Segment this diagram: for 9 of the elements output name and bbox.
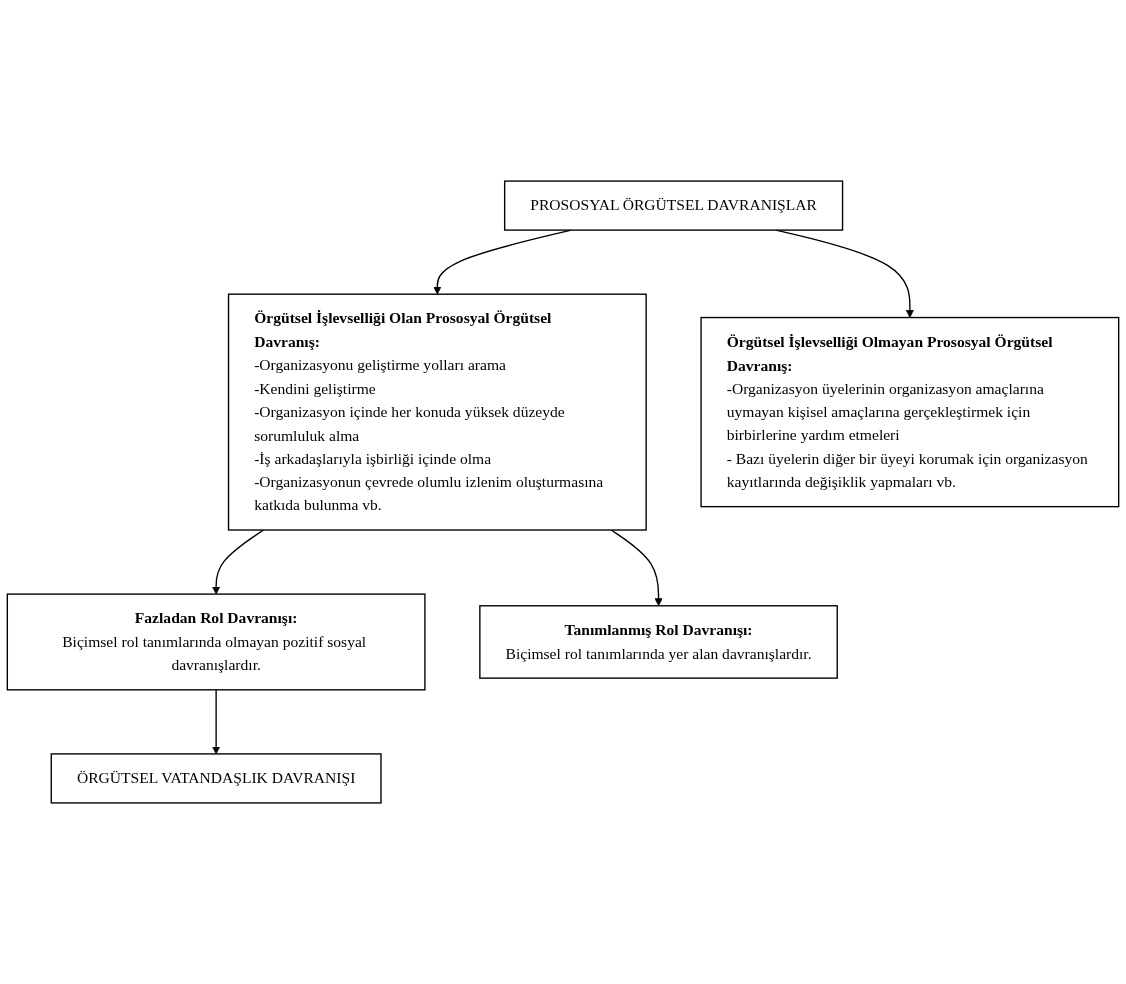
- node-box: Örgütsel İşlevselliği Olan Prososyal Örgütsel Davranış: -Organizasyonu geliştirme yolları arama -Kendini geliştirme -Organizasyon içinde her konuda yüksek düzeyde sorumluluk alma -İş arkadaşlarıyla işbirliği içinde olma -Organizasyonun çevrede olumlu izlenim oluşturmasına katkıda bulunma vb.: [227, 293, 647, 531]
- node-box: PROSOSYAL ÖRGÜTSEL DAVRANIŞLAR: [503, 180, 844, 231]
- arrow: [212, 529, 265, 595]
- node-box: Örgütsel İşlevselliği Olmayan Prososyal Örgütsel Davranış: -Organizasyon üyelerinin organizasyon amaçlarına uymayan kişisel amaçlarına gerçekleştirmek için birbirlerine yardım etmeleri - Bazı üyelerin diğer bir üyeyi korumak için organizasyon kayıtlarında değişiklik yapmaları vb.: [700, 316, 1120, 508]
- arrow: [212, 689, 221, 755]
- node-box: Tanımlanmış Rol Davranışı: Biçimsel rol tanımlarında yer alan davranışlardır.: [479, 605, 838, 679]
- node-box: ÖRGÜTSEL VATANDAŞLIK DAVRANIŞI: [50, 753, 382, 804]
- node-box: Fazladan Rol Davranışı: Biçimsel rol tanımlarında olmayan pozitif sosyal davranışlardır.: [6, 593, 426, 691]
- arrow: [610, 529, 663, 607]
